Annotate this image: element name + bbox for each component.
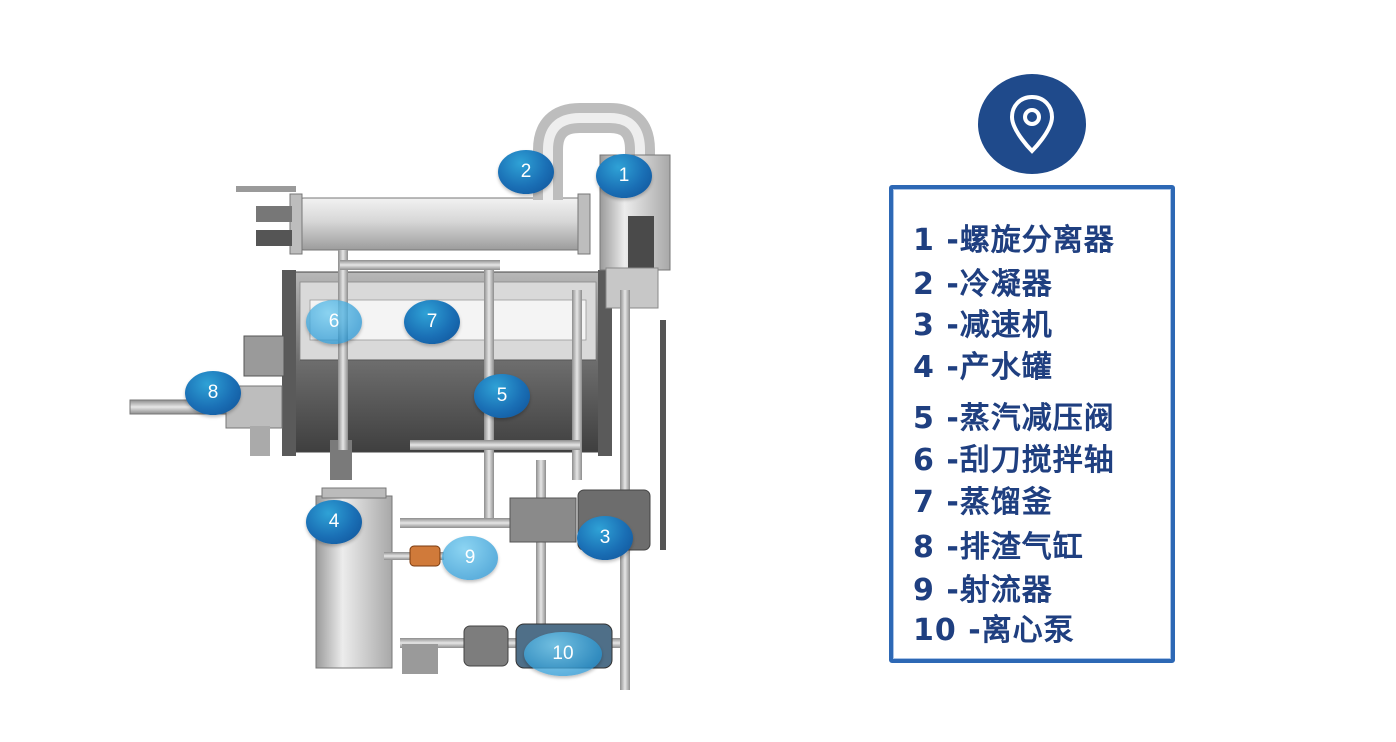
machine-illustration — [129, 103, 671, 690]
marker-7[interactable]: 7 — [404, 300, 460, 344]
legend-item-9: 9 -射流器 — [913, 573, 1053, 608]
marker-7-label: 7 — [426, 311, 438, 332]
marker-9[interactable]: 9 — [442, 536, 498, 580]
marker-2[interactable]: 2 — [498, 150, 554, 194]
marker-3-label: 3 — [599, 527, 611, 548]
legend-item-3: 3 -减速机 — [913, 308, 1053, 343]
marker-4[interactable]: 4 — [306, 500, 362, 544]
marker-8-label: 8 — [207, 382, 219, 403]
legend-item-5: 5 -蒸汽减压阀 — [913, 401, 1115, 436]
legend-item-2: 2 -冷凝器 — [913, 267, 1053, 302]
legend-panel: 1 -螺旋分离器 2 -冷凝器 3 -减速机 4 -产水罐 5 -蒸汽减压阀 6… — [889, 185, 1175, 663]
marker-10-label: 10 — [552, 643, 574, 664]
marker-5-label: 5 — [496, 385, 508, 406]
legend-item-7: 7 -蒸馏釜 — [913, 485, 1053, 520]
distillation-vessel — [243, 270, 612, 456]
marker-10[interactable]: 10 — [524, 632, 602, 676]
legend-item-10: 10 -离心泵 — [913, 613, 1075, 648]
marker-2-label: 2 — [520, 161, 532, 182]
legend-item-8: 8 -排渣气缸 — [913, 530, 1084, 565]
legend-item-1: 1 -螺旋分离器 — [913, 223, 1115, 258]
marker-6[interactable]: 6 — [306, 300, 362, 344]
marker-4-label: 4 — [328, 511, 340, 532]
marker-1[interactable]: 1 — [596, 154, 652, 198]
condenser — [236, 186, 591, 255]
legend-item-6: 6 -刮刀搅拌轴 — [913, 443, 1115, 478]
product-water-tank — [315, 440, 393, 669]
legend-item-4: 4 -产水罐 — [913, 350, 1053, 385]
marker-5[interactable]: 5 — [474, 374, 530, 418]
marker-6-label: 6 — [328, 311, 340, 332]
marker-1-label: 1 — [618, 165, 630, 186]
ejector — [409, 545, 441, 567]
location-pin-icon — [1009, 94, 1055, 154]
marker-8[interactable]: 8 — [185, 371, 241, 415]
marker-3[interactable]: 3 — [577, 516, 633, 560]
marker-9-label: 9 — [464, 547, 476, 568]
location-pin-badge — [978, 74, 1086, 174]
elbow-pipe — [533, 103, 655, 200]
